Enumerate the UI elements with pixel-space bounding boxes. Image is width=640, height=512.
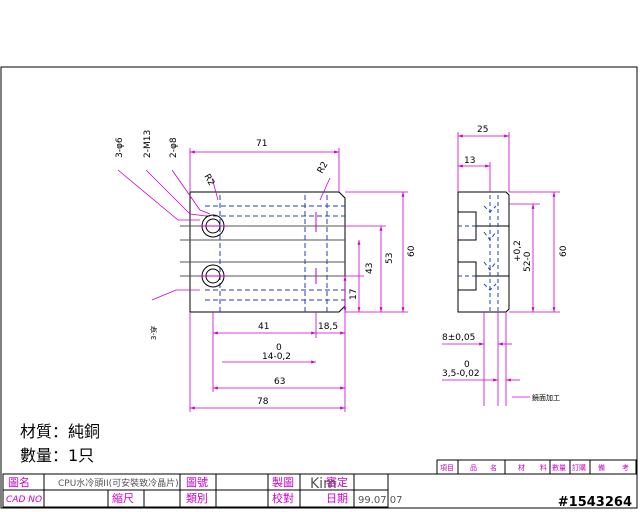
side-tol-upper: +0,2 <box>513 240 523 262</box>
side-dim-25: 25 <box>477 125 488 135</box>
callout-holes: 3-φ6 <box>115 137 125 158</box>
dim-18-5: 18,5 <box>318 322 338 332</box>
dim-53: 53 <box>385 253 395 264</box>
value-drafter: Kim <box>310 476 337 492</box>
parts-header-0: 項目 <box>440 464 454 472</box>
label-date: 日期 <box>326 492 348 505</box>
dim-tol-lower: 14-0,2 <box>262 352 291 362</box>
callout-bores: 2-φ8 <box>169 137 179 158</box>
front-view: 71 41 18,5 0 14-0,2 63 78 60 53 43 17 3-… <box>115 130 417 412</box>
front-hidden-lines <box>205 195 345 312</box>
side-note-surface: 鏡面加工 <box>532 393 560 402</box>
parts-header-1: 品 <box>470 464 477 472</box>
callout-r-right: R2 <box>316 160 331 175</box>
side-body-outline <box>457 191 510 313</box>
front-center-marks <box>200 212 317 284</box>
drawing-border <box>0 66 638 509</box>
label-drafter: 製圖 <box>272 475 294 489</box>
quantity-note: 數量：1只 <box>20 446 95 465</box>
material-note: 材質：純銅 <box>20 422 101 441</box>
callout-thread: 2-M13 <box>143 130 153 158</box>
front-body-outline <box>189 191 346 313</box>
dim-41: 41 <box>258 322 269 332</box>
dim-60: 60 <box>407 245 417 257</box>
side-tol2-upper: 0 <box>464 360 470 370</box>
dim-71: 71 <box>256 139 267 149</box>
leader-thread <box>145 169 207 217</box>
title-block <box>2 459 637 508</box>
side-dim-8: 8±0,05 <box>442 333 475 343</box>
label-scale: 縮尺 <box>112 491 134 505</box>
leader-holes <box>117 169 200 221</box>
dim-tol-upper: 0 <box>276 343 282 353</box>
label-check: 校對 <box>272 491 294 505</box>
parts-header-4: 料 <box>540 463 547 472</box>
label-cad-no: CAD NO <box>6 495 42 505</box>
parts-header-5: 數量 <box>552 463 566 472</box>
parts-header-6: 訂購 <box>572 463 586 472</box>
side-hidden-lines <box>458 195 499 312</box>
parts-header-2: 名 <box>490 463 497 472</box>
dim-17: 17 <box>349 289 359 300</box>
dim-43: 43 <box>365 263 375 274</box>
watermark: #1543264 <box>557 495 632 510</box>
side-view: 25 13 60 +0,2 52-0 8±0,05 0 3,5-0,02 鏡面加… <box>442 125 569 406</box>
parts-header-8: 考 <box>622 464 629 472</box>
label-name: 圖名 <box>8 475 30 489</box>
label-drawing-no: 圖號 <box>186 476 208 489</box>
value-date: 99.07.07 <box>358 495 403 506</box>
dim-63: 63 <box>274 377 285 387</box>
side-dim-13: 13 <box>464 156 475 166</box>
callout-bottom: 3-穿 <box>149 326 158 340</box>
side-dim-60: 60 <box>559 245 569 257</box>
side-tol-base: 52-0 <box>523 251 533 272</box>
side-slots <box>458 211 509 291</box>
value-name: CPU水冷頭II(可安裝致冷晶片) <box>58 477 179 489</box>
dim-78: 78 <box>257 397 269 407</box>
side-tol2-lower: 3,5-0,02 <box>442 369 480 379</box>
parts-list-headers: 項目 品 名 材 料數量訂購 備 考 <box>440 463 629 472</box>
label-category: 類別 <box>186 492 208 505</box>
leader-bores <box>171 169 211 215</box>
leader-bottom <box>151 289 200 301</box>
label-approve: 審定 <box>326 475 348 489</box>
parts-header-3: 材 <box>518 463 525 472</box>
parts-header-7: 備 <box>598 463 605 472</box>
